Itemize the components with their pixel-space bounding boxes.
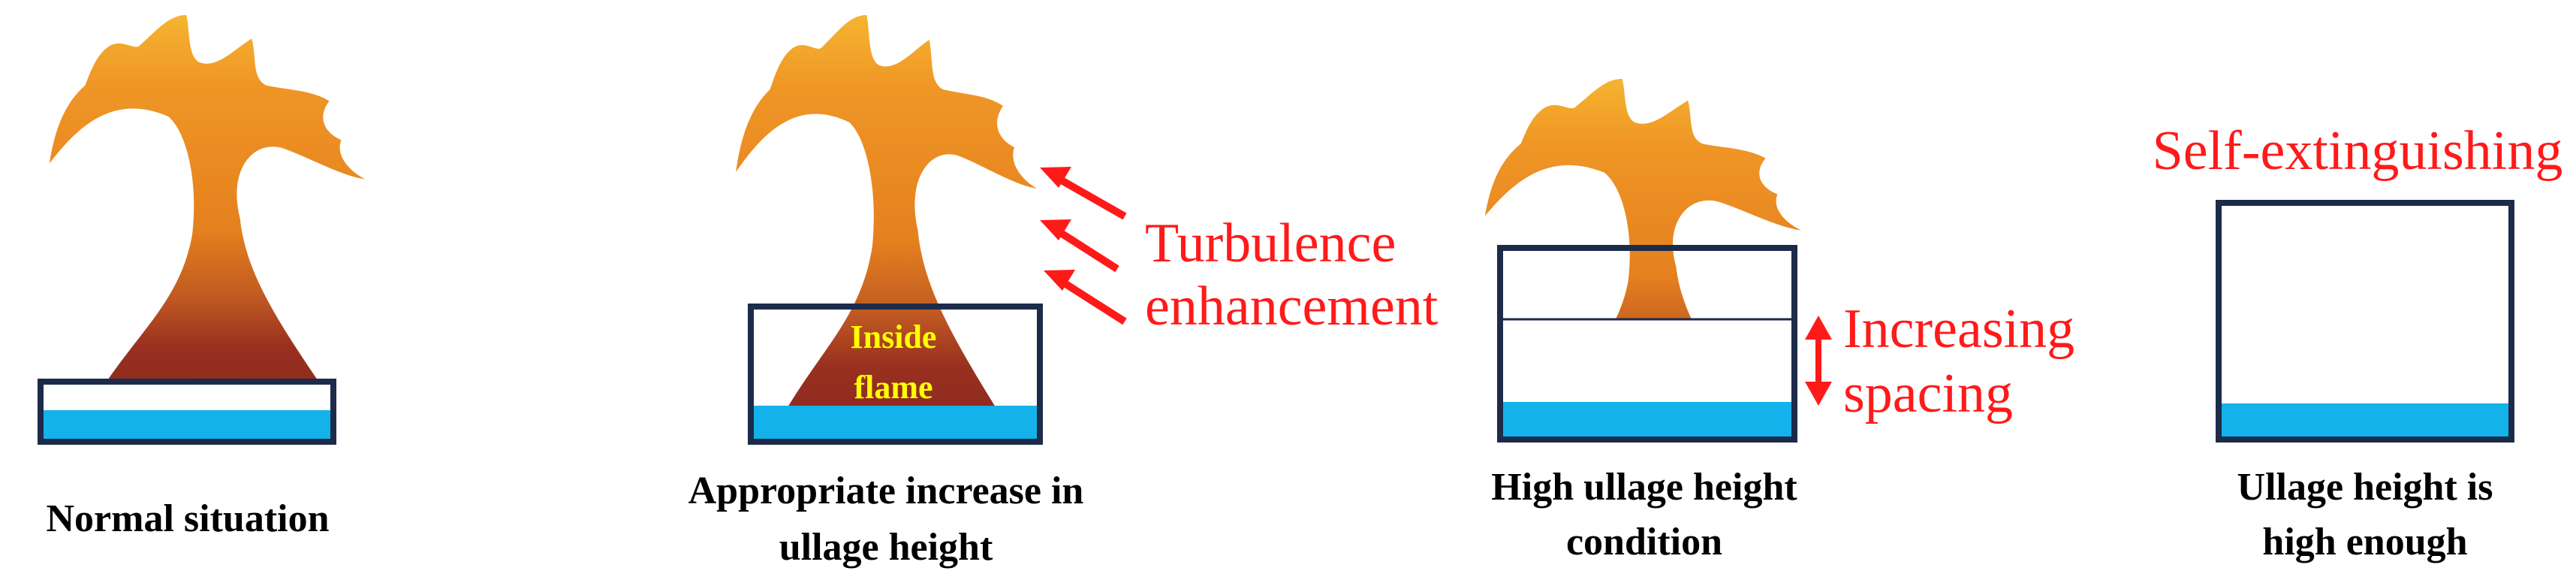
increasing-spacing-label: spacing bbox=[1843, 363, 2013, 424]
panel-appropriate-increase: Inside flame Turbulence enhancement Appr… bbox=[688, 15, 1439, 569]
vessel-box bbox=[748, 304, 1043, 445]
caption-line: Ullage height is bbox=[2237, 466, 2493, 509]
arrow-icon bbox=[1040, 167, 1071, 188]
flame-icon bbox=[1484, 79, 1802, 319]
self-extinguishing-label: Self-extinguishing bbox=[2153, 120, 2563, 182]
vessel-box bbox=[1497, 245, 1797, 443]
flame-icon bbox=[736, 15, 1038, 428]
fuel-layer bbox=[44, 410, 330, 439]
arrow-icon bbox=[1044, 270, 1075, 291]
double-arrow-icon bbox=[1805, 316, 1832, 406]
panel-normal-situation: Normal situation bbox=[38, 15, 366, 540]
fuel-layer bbox=[1503, 402, 1791, 436]
inside-flame-label: flame bbox=[854, 369, 932, 406]
turbulence-arrows bbox=[1040, 167, 1127, 325]
increasing-spacing-label: Increasing bbox=[1843, 298, 2074, 360]
fuel-layer bbox=[754, 406, 1037, 439]
arrow-icon bbox=[1040, 219, 1071, 240]
vessel-box bbox=[2216, 200, 2514, 443]
turbulence-label: enhancement bbox=[1145, 276, 1439, 337]
flame-icon bbox=[49, 15, 366, 406]
caption-line: condition bbox=[1566, 521, 1722, 563]
caption-line: Normal situation bbox=[47, 497, 330, 540]
arrow-icon bbox=[1053, 173, 1127, 220]
panel-self-extinguishing: Self-extinguishing Ullage height is high… bbox=[2153, 120, 2563, 563]
caption-line: high enough bbox=[2262, 521, 2467, 563]
caption-line: High ullage height bbox=[1491, 466, 1797, 509]
caption-line: Appropriate increase in bbox=[688, 470, 1084, 512]
fuel-layer bbox=[2222, 403, 2508, 436]
arrow-icon bbox=[1056, 276, 1127, 325]
caption-line: ullage height bbox=[779, 526, 993, 569]
turbulence-label: Turbulence bbox=[1145, 213, 1396, 274]
panel-high-ullage: Increasing spacing High ullage height co… bbox=[1484, 79, 2074, 563]
inside-flame-label: Inside bbox=[851, 319, 937, 355]
arrow-icon bbox=[1053, 225, 1119, 273]
